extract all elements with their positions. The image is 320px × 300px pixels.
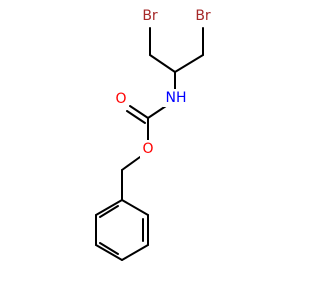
bond-o-ch2 xyxy=(121,156,141,171)
bond-c-o-double-2 xyxy=(126,110,146,124)
atom-labels: Br Br NH O O xyxy=(113,7,215,158)
nh-bg xyxy=(163,89,189,107)
br-left-bg xyxy=(138,7,162,25)
bond-ch2-ch-left xyxy=(149,54,176,73)
o-carbonyl-bg xyxy=(113,90,129,108)
oxygen-carbonyl-label: O xyxy=(115,91,126,107)
ring-bond-3 xyxy=(121,244,149,261)
bond-ch2-ch-right xyxy=(174,54,204,73)
bonds xyxy=(95,27,204,261)
ring-inner-double-2 xyxy=(99,242,119,255)
br-right-bg xyxy=(191,7,215,25)
structure-diagram: Br Br NH O O xyxy=(95,7,215,261)
bond-c-o-double-1 xyxy=(129,105,149,119)
molecule-canvas: Br Br NH O O xyxy=(95,7,215,261)
oxygen-ester-label: O xyxy=(142,141,153,157)
ring-bond-6 xyxy=(95,199,123,216)
bromine-right-label: Br xyxy=(195,8,211,24)
bromine-left-label: Br xyxy=(142,8,158,24)
o-ester-bg xyxy=(140,140,156,158)
nitrogen-label: NH xyxy=(166,90,187,106)
ring-bond-1 xyxy=(121,199,149,216)
ring-inner-double-3 xyxy=(99,205,119,218)
ring-bond-4 xyxy=(95,244,123,261)
bond-nh-c xyxy=(147,105,167,119)
